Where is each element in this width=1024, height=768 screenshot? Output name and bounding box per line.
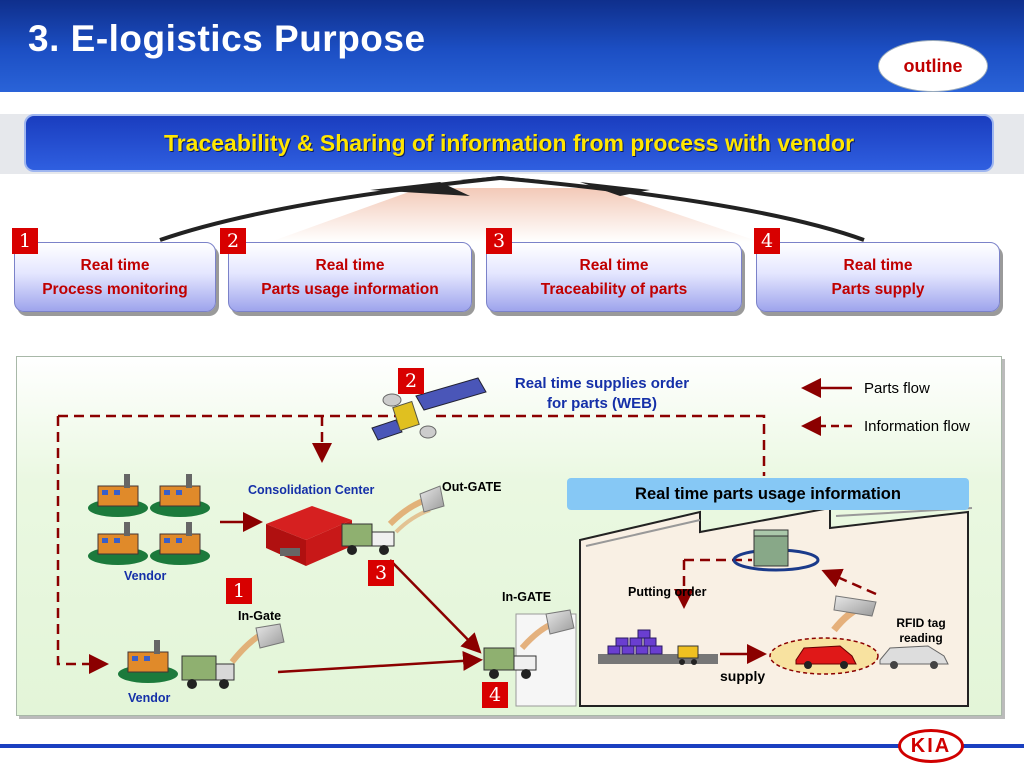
- purpose-banner: Traceability & Sharing of information fr…: [24, 114, 994, 172]
- step-number-3: 3: [486, 228, 512, 254]
- supply-label: supply: [720, 668, 766, 684]
- information-flow-lines: [56, 414, 877, 674]
- marker-4-in-gate: 4: [482, 682, 508, 708]
- kia-logo: KIA: [898, 729, 964, 763]
- fan-arrows: [159, 176, 865, 242]
- in-gate-antenna-lower-icon: [229, 623, 285, 664]
- marker-2-supplies-order: 2: [398, 368, 424, 394]
- truck-icon-in-gate: [483, 647, 537, 679]
- out-gate-antenna-icon: [387, 485, 445, 534]
- step-card-parts-usage: Real time Parts usage information: [228, 242, 472, 312]
- production-line-icon: [598, 629, 718, 665]
- in-gate-antenna-upper-icon: [519, 609, 575, 650]
- fan-arc-right: [499, 176, 865, 242]
- step-card-parts-supply: Real time Parts supply: [756, 242, 1000, 312]
- in-gate-upper-label: In-GATE: [502, 590, 552, 604]
- step-card-traceability: Real time Traceability of parts: [486, 242, 742, 312]
- parts-usage-info-banner: Real time parts usage information: [567, 478, 969, 510]
- satellite-icon: [371, 377, 487, 441]
- out-gate-label: Out-GATE: [442, 480, 502, 494]
- marker-3-route: 3: [368, 560, 394, 586]
- outline-button[interactable]: outline: [878, 40, 988, 92]
- vendor-factory-bottom: [118, 640, 178, 683]
- legend-parts-flow-label: Parts flow: [864, 380, 930, 397]
- car-icon-grey: [879, 645, 949, 669]
- marker-1-in-gate: 1: [226, 578, 252, 604]
- page-title: 3. E-logistics Purpose: [28, 18, 426, 59]
- step-card-process-monitoring: Real time Process monitoring: [14, 242, 216, 312]
- putting-order-label: Putting order: [628, 585, 707, 599]
- rfid-reader-antenna-icon: [831, 595, 877, 633]
- supplies-order-label: Real time supplies order for parts (WEB): [514, 375, 690, 412]
- vendor-bottom-label: Vendor: [128, 691, 171, 705]
- banner-text: Traceability & Sharing of information fr…: [163, 129, 855, 156]
- consolidation-center-building: [266, 506, 352, 566]
- truck-icon-consolidation: [341, 523, 395, 555]
- step-number-2: 2: [220, 228, 246, 254]
- server-icon: [732, 529, 820, 572]
- truck-icon-vendor: [181, 655, 235, 689]
- rfid-tag-reading-label: RFID tag reading: [896, 616, 946, 645]
- car-icon-red: [795, 645, 857, 669]
- step-number-4: 4: [754, 228, 780, 254]
- header-bar: 3. E-logistics Purpose outline: [0, 0, 1024, 92]
- in-gate-lower-label: In-Gate: [238, 609, 282, 623]
- step-number-1: 1: [12, 228, 38, 254]
- vendor-factories-top: [88, 474, 210, 565]
- legend-information-flow-label: Information flow: [864, 418, 970, 435]
- consolidation-center-label: Consolidation Center: [248, 483, 375, 497]
- footer-line: [0, 744, 1024, 748]
- parts-flow-lines: [220, 512, 767, 674]
- vendor-top-label: Vendor: [124, 569, 167, 583]
